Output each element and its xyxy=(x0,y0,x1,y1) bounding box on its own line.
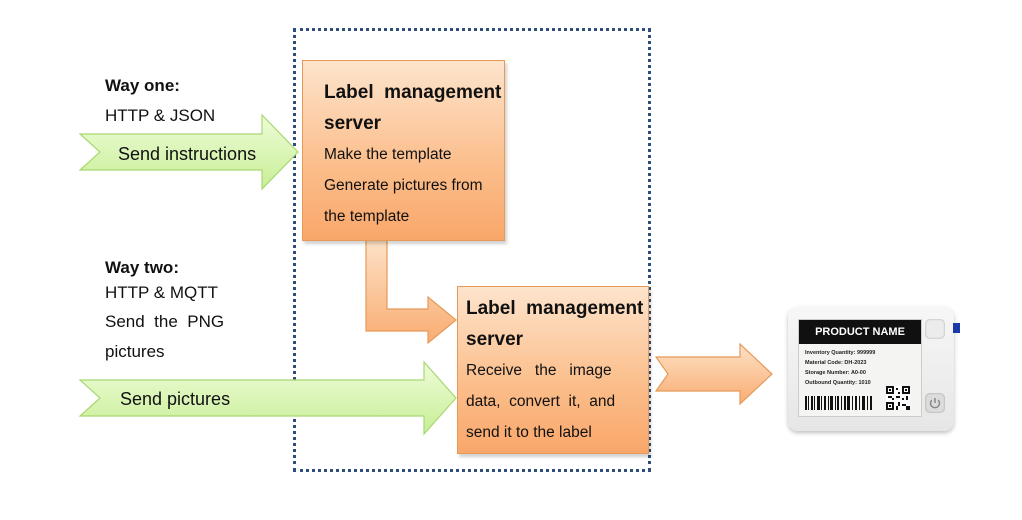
server-group-frame xyxy=(293,28,651,472)
label-management-server-box-2: Label management server Receive the imag… xyxy=(457,286,649,454)
power-button xyxy=(925,393,945,413)
electronic-shelf-label-device: PRODUCT NAME Inventory Quantity: 999999 … xyxy=(788,307,960,431)
indicator-button xyxy=(925,319,945,339)
server-two-title-line2: server xyxy=(466,329,524,350)
product-name-header: PRODUCT NAME xyxy=(799,320,921,344)
server-two-line2: data, convert it, and xyxy=(466,393,616,410)
send-pictures-arrow xyxy=(78,360,457,436)
server-one-title-line1: Label management xyxy=(324,82,502,103)
material-line: Material Code: DH-2023 xyxy=(805,360,867,366)
way-two-line3: pictures xyxy=(105,342,165,361)
way-two-title: Way two: xyxy=(105,258,179,277)
server-two-line3: send it to the label xyxy=(466,424,592,441)
server-one-title-line2: server xyxy=(324,113,382,134)
send-instructions-label: Send instructions xyxy=(118,144,257,164)
storage-line: Storage Number: A0-00 xyxy=(805,370,866,376)
send-instructions-arrow xyxy=(78,113,299,191)
outbound-line: Outbound Quantity: 1010 xyxy=(805,380,871,386)
server-to-label-arrow xyxy=(654,342,773,406)
way-one-protocol: HTTP & JSON xyxy=(105,106,216,125)
way-one-title: Way one: xyxy=(105,76,180,95)
barcode-icon xyxy=(805,396,872,410)
server-one-line1: Make the template xyxy=(324,146,452,163)
qr-code-icon xyxy=(886,386,910,410)
way-two-protocol: HTTP & MQTT xyxy=(105,283,219,302)
label-management-server-box-1: Label management server Make the templat… xyxy=(302,60,505,241)
way-two-line2: Send the PNG xyxy=(105,312,225,331)
send-pictures-label: Send pictures xyxy=(120,389,231,409)
side-tab xyxy=(953,323,960,333)
server-to-server-arrow xyxy=(365,239,457,345)
server-one-line2: Generate pictures from xyxy=(324,177,483,194)
power-icon xyxy=(929,398,941,409)
server-two-title-line1: Label management xyxy=(466,298,644,319)
server-two-line1: Receive the image xyxy=(466,362,612,379)
label-screen: PRODUCT NAME Inventory Quantity: 999999 … xyxy=(798,319,922,417)
inventory-line: Inventory Quantity: 999999 xyxy=(805,350,876,356)
server-one-line3: the template xyxy=(324,208,410,225)
